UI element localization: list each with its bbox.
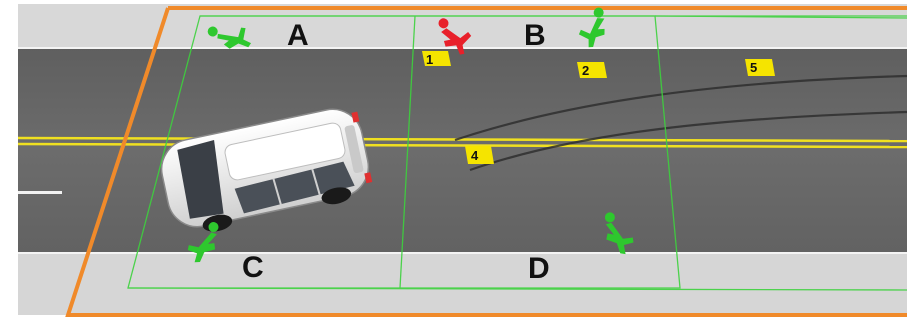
scene-perimeter — [65, 6, 907, 317]
evidence-marker-5-label: 5 — [750, 60, 757, 75]
lower-shoulder — [18, 253, 907, 315]
zone-label-c: C — [242, 251, 264, 284]
zone-label-b: B — [524, 19, 546, 52]
evidence-marker-4: 4 — [465, 146, 494, 164]
lane-dash — [18, 191, 62, 194]
zone-label-d: D — [528, 252, 550, 285]
evidence-marker-2: 2 — [577, 62, 607, 78]
figure-d-icon — [604, 212, 634, 255]
skid-marks — [454, 74, 907, 172]
figure-b-icon — [578, 7, 605, 48]
evidence-marker-1-label: 1 — [426, 52, 433, 67]
evidence-marker-2-label: 2 — [582, 63, 589, 78]
figure-a-icon — [207, 26, 252, 49]
figure-c-icon — [187, 222, 219, 263]
evidence-marker-1: 1 — [422, 51, 451, 67]
evidence-marker-5: 5 — [745, 59, 775, 76]
roadway — [18, 48, 907, 253]
figure-victim-icon — [438, 18, 472, 55]
zone-label-a: A — [287, 19, 309, 52]
zone-grid — [127, 15, 907, 291]
minivan — [160, 108, 373, 232]
evidence-marker-4-label: 4 — [471, 148, 479, 163]
